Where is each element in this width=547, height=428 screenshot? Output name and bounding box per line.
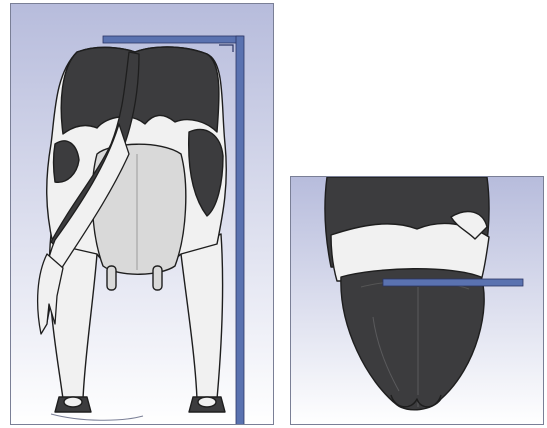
udder-closeup-illustration: [291, 177, 544, 425]
measuring-bar-icon: [383, 279, 523, 286]
udder-closeup-panel: [290, 176, 544, 425]
rear-view-illustration: [11, 4, 274, 425]
rear-view-panel: [10, 3, 274, 425]
